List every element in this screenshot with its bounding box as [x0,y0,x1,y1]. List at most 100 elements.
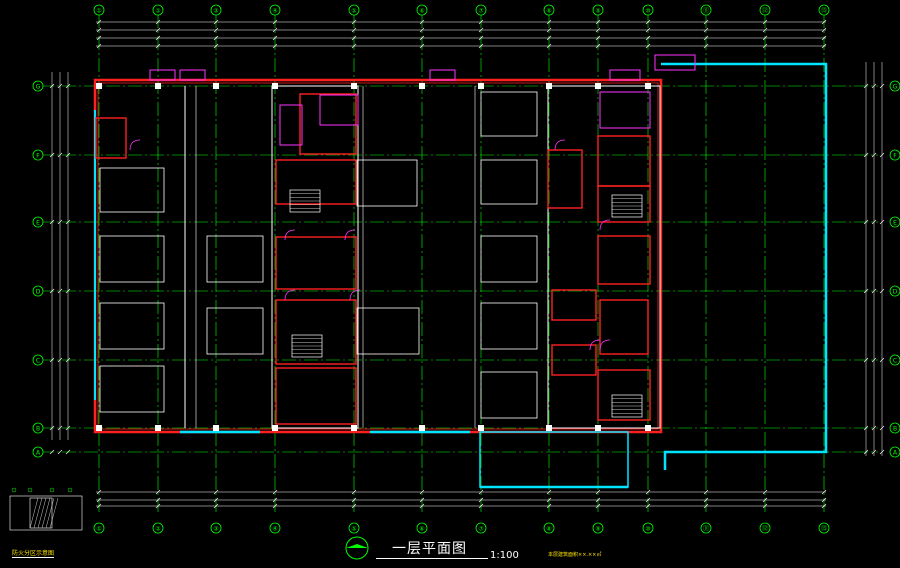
window-opening [654,54,696,71]
dimension-tick [871,449,877,455]
door-swing [284,229,296,241]
axis-bubble [889,446,900,458]
dimension-tick [96,35,102,41]
axis-bubble-label: ⑪ [703,7,709,15]
dimension-tick [879,152,885,158]
dimension-tick [762,503,768,509]
dimension-tick [155,497,161,503]
dimension-tick [645,503,651,509]
dimension-tick [645,497,651,503]
axis-bubble-label: E [893,220,897,227]
fire-zone-key-plan [9,487,83,531]
axis-bubble-label: G [893,84,898,91]
partition-room [547,149,583,209]
dimension-tick [351,489,357,495]
axis-bubble-label: ⑬ [821,525,827,533]
dimension-tick [595,43,601,49]
dimension-tick [645,489,651,495]
axis-bubble [32,216,44,228]
axis-bubble-label: ⑫ [762,525,768,533]
dimension-tick [57,357,63,363]
equipment-block [99,365,165,413]
dimension-tick [96,19,102,25]
dimension-tick [871,152,877,158]
dimension-tick [351,43,357,49]
dimension-tick [703,35,709,41]
dimension-tick [762,43,768,49]
axis-bubble [32,285,44,297]
axis-bubble-label: B [893,426,897,433]
dimension-tick [595,35,601,41]
axis-bubble [32,446,44,458]
axis-bubble-label: ③ [213,8,218,15]
dimension-tick [703,43,709,49]
dimension-tick [419,497,425,503]
column [213,425,219,431]
dimension-tick [879,219,885,225]
dimension-tick [871,425,877,431]
axis-bubble [759,4,771,16]
dimension-tick [57,425,63,431]
dimension-tick [351,503,357,509]
axis-bubble-label: D [36,289,41,296]
axis-bubble [93,4,105,16]
axis-bubble-label: ⑫ [762,7,768,15]
axis-bubble [889,285,900,297]
dimension-tick [65,83,71,89]
toilet-fixtures [279,104,303,146]
dimension-tick [351,497,357,503]
axis-bubble-label: B [36,426,40,433]
column [546,83,552,89]
dimension-tick [703,497,709,503]
dimension-tick [821,503,827,509]
dimension-tick [821,497,827,503]
dimension-tick [879,288,885,294]
keyplan-hatch [33,497,43,529]
partition-room [551,289,597,321]
dimension-tick [863,288,869,294]
dimension-tick [595,19,601,25]
dimension-tick [272,43,278,49]
dimension-tick [546,497,552,503]
axis-bubble [592,4,604,16]
door-swing [589,339,601,351]
dimension-tick [478,27,484,33]
axis-bubble-label: ② [155,8,161,15]
dimension-tick [821,19,827,25]
dimension-tick [96,497,102,503]
column [645,83,651,89]
dimension-tick [272,19,278,25]
dimension-tick [546,35,552,41]
keyplan-bubble [27,487,33,493]
axis-bubble-label: D [893,289,898,296]
axis-bubble-label: ① [96,526,101,533]
dimension-tick [478,19,484,25]
service-zone [547,85,661,429]
equipment-block [356,159,418,207]
keyplan-hatch [49,497,59,529]
dimension-tick [863,83,869,89]
keyplan-hatch [41,497,51,529]
dimension-tick [478,35,484,41]
axis-bubble [348,4,360,16]
equipment-block [99,302,165,350]
door-swing [284,289,296,301]
dimension-tick [49,219,55,225]
toilet-fixtures [319,94,359,126]
dimension-tick [57,83,63,89]
room-outlines [95,83,661,431]
equipment-block [480,235,538,283]
equipment-block [480,91,538,137]
axis-bubble-label: ⑦ [478,8,484,15]
hall-glass-wall [661,62,828,470]
dimension-tick [478,503,484,509]
dimension-tick [213,27,219,33]
axis-bubble-label: ⑩ [645,526,650,533]
axis-bubble [269,522,281,534]
dimension-tick [478,497,484,503]
dimension-tick [863,219,869,225]
axis-bubble [269,4,281,16]
axis-bubble [475,522,487,534]
axis-bubble-label: G [36,84,41,91]
